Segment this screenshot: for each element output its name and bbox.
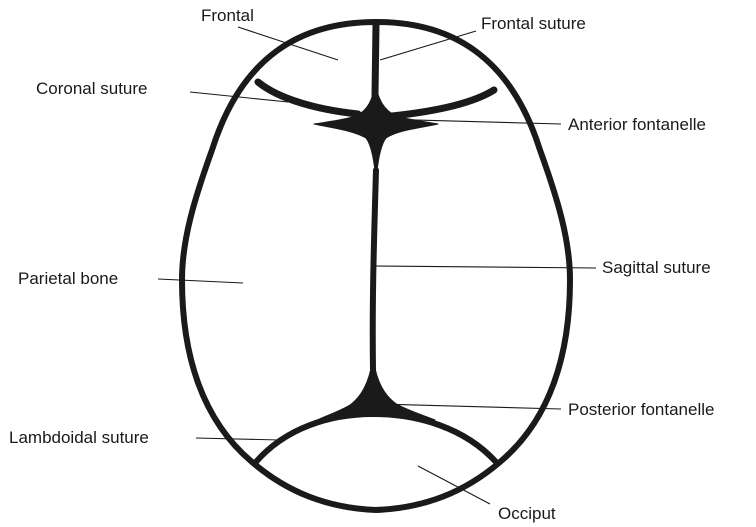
sagittal-suture	[373, 170, 376, 370]
label-parietal-bone: Parietal bone	[18, 269, 118, 289]
label-anterior-fontanelle: Anterior fontanelle	[568, 115, 706, 135]
leader-sagittal-suture	[373, 266, 596, 268]
label-sagittal-suture: Sagittal suture	[602, 258, 711, 278]
lambdoidal-suture	[255, 414, 496, 463]
label-coronal-suture: Coronal suture	[36, 79, 148, 99]
coronal-suture-left	[258, 82, 358, 114]
label-frontal-suture: Frontal suture	[481, 14, 586, 34]
label-lambdoidal-suture: Lambdoidal suture	[9, 428, 149, 448]
label-occiput: Occiput	[498, 504, 556, 524]
label-frontal: Frontal	[201, 6, 254, 26]
anterior-fontanelle-shape	[314, 82, 438, 178]
leader-frontal	[238, 27, 338, 60]
coronal-suture-right	[392, 90, 494, 116]
leader-lambdoidal-suture	[196, 438, 280, 440]
label-posterior-fontanelle: Posterior fontanelle	[568, 400, 714, 420]
leader-parietal-bone	[158, 279, 243, 283]
